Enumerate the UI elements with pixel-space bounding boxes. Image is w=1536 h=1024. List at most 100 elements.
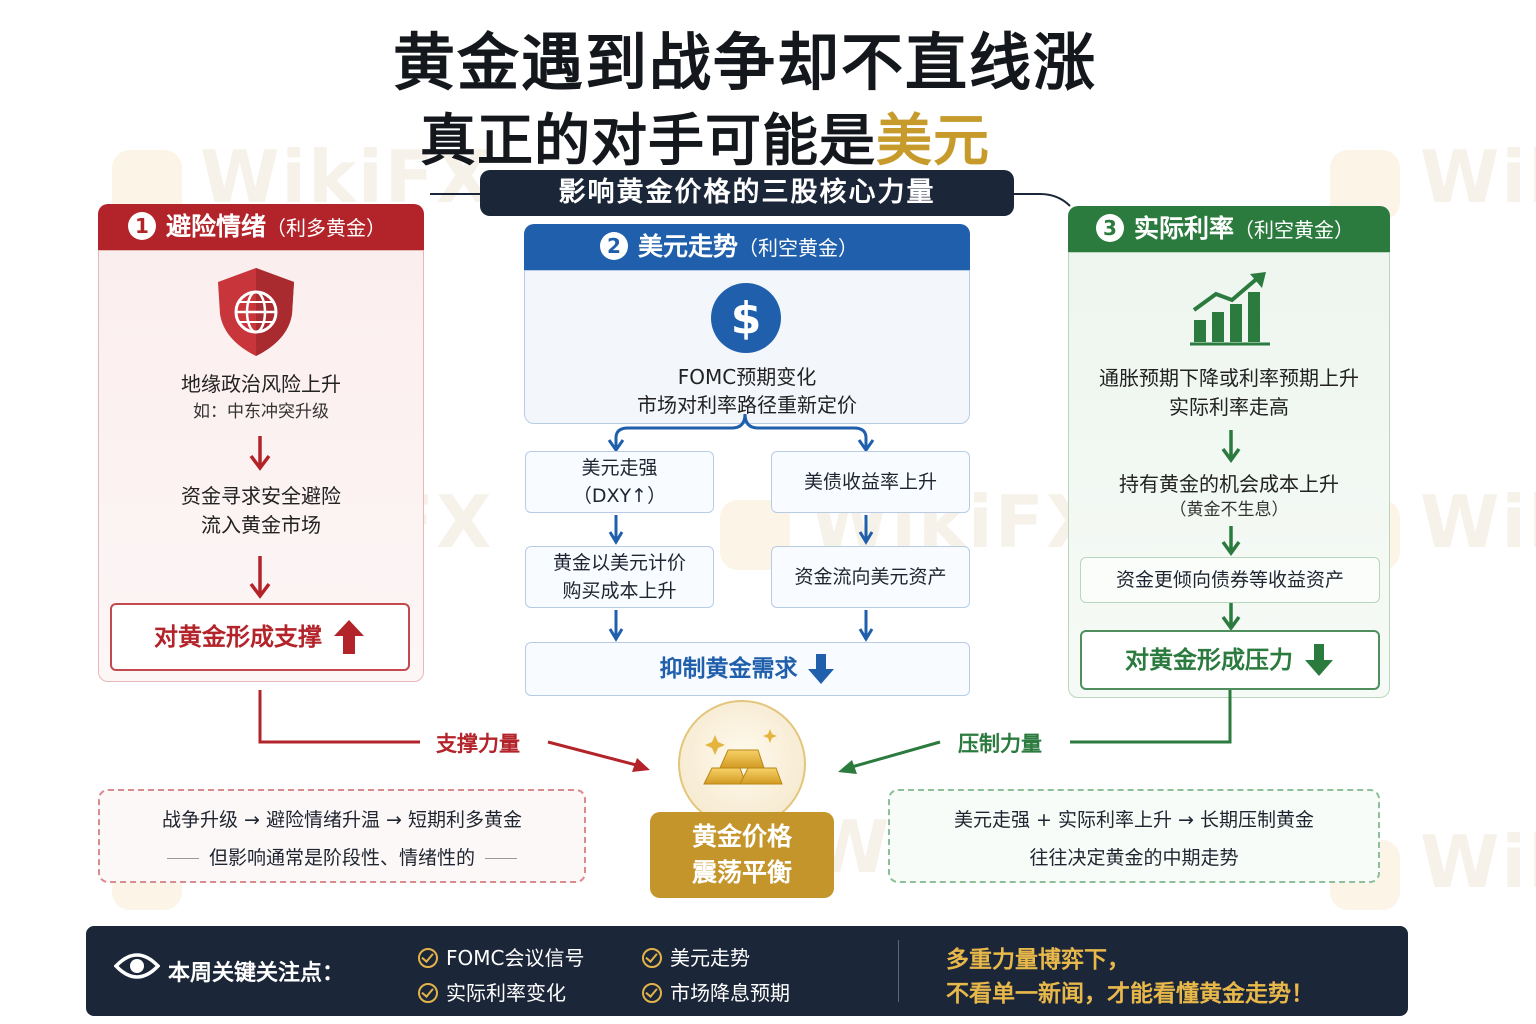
treasury-yield-box: 美债收益率上升 — [771, 451, 970, 513]
core-forces-label: 影响黄金价格的三股核心力量 — [480, 170, 1014, 216]
focus-item: 实际利率变化 — [418, 977, 566, 1006]
arrow-down-icon — [608, 610, 624, 642]
watermark-text: WikiFX — [1420, 135, 1536, 219]
column-header-usd: 2 美元走势（利空黄金） — [524, 224, 970, 270]
column-header-real-rates: 3 实际利率（利空黄金） — [1068, 206, 1390, 252]
real-rates-result-box: 对黄金形成压力 — [1080, 630, 1380, 690]
focus-item: 美元走势 — [642, 942, 750, 971]
capital-to-usd-box: 资金流向美元资产 — [771, 546, 970, 608]
gold-cost-line2: 购买成本上升 — [562, 580, 677, 602]
column-tag: （利空黄金） — [738, 236, 859, 260]
arrow-down-icon — [608, 515, 624, 545]
short-term-note-line2-wrap: 但影响通常是阶段性、情绪性的 — [100, 843, 584, 870]
gold-price-line1: 黄金价格 — [691, 822, 792, 851]
gold-cost-box: 黄金以美元计价 购买成本上升 — [525, 546, 714, 608]
column-number: 3 — [1096, 214, 1124, 242]
column-tag: （利多黄金） — [266, 216, 387, 240]
column-title: 实际利率 — [1134, 214, 1235, 243]
safe-haven-step1-sub: 如：中东冲突升级 — [193, 402, 329, 422]
usd-result-box: 抑制黄金需求 — [525, 642, 970, 696]
real-rates-step3-text: 资金更倾向债券等收益资产 — [1115, 569, 1344, 591]
main-title: 黄金遇到战争却不直线涨 — [392, 26, 1097, 99]
arrow-down-icon — [249, 436, 271, 471]
arrow-down-icon — [249, 556, 271, 599]
gold-price-line2: 震荡平衡 — [691, 858, 792, 887]
watermark-text: WikiFX — [1420, 820, 1536, 904]
conclusion-line1: 多重力量博弈下， — [946, 947, 1130, 973]
arrow-up-icon — [334, 620, 364, 654]
usd-result: 抑制黄金需求 — [659, 656, 798, 682]
core-connector-lines — [430, 193, 1071, 207]
treasury-yield-text: 美债收益率上升 — [803, 471, 937, 493]
gold-bars-icon — [678, 700, 806, 828]
safe-haven-step1-main: 地缘政治风险上升 — [181, 372, 341, 396]
column-title: 美元走势 — [638, 232, 739, 261]
real-rates-step2-sub: （黄金不生息） — [1169, 500, 1289, 520]
support-flow-line — [258, 690, 1232, 774]
safe-haven-step2-main: 资金寻求安全避险 — [181, 484, 341, 508]
arrow-down-icon — [807, 654, 834, 684]
subtitle-highlight: 美元 — [876, 109, 990, 174]
arrow-down-icon — [858, 515, 874, 545]
column-header-safe-haven: 1 避险情绪（利多黄金） — [98, 204, 424, 250]
usd-strong-box: 美元走强 （DXY↑） — [525, 451, 714, 513]
real-rates-step2-main: 持有黄金的机会成本上升 — [1119, 472, 1339, 496]
check-icon — [418, 983, 438, 1003]
real-rates-result: 对黄金形成压力 — [1125, 646, 1293, 674]
svg-text:$: $ — [731, 293, 762, 344]
column-number: 2 — [600, 232, 628, 260]
arrow-down-icon — [858, 610, 874, 642]
eye-icon — [114, 953, 160, 979]
divider — [166, 858, 199, 859]
medium-term-note-line2: 往往决定黄金的中期走势 — [1029, 847, 1239, 869]
check-icon — [418, 948, 438, 968]
weekly-focus-label: 本周关键关注点： — [168, 961, 345, 986]
dollar-icon: $ — [711, 283, 781, 353]
arrow-down-icon — [1221, 603, 1241, 631]
bar-chart-up-icon — [1190, 272, 1270, 346]
divider — [485, 858, 517, 859]
capital-to-usd-text: 资金流向美元资产 — [794, 566, 947, 588]
focus-item-text: 美元走势 — [670, 946, 750, 970]
focus-item: FOMC会议信号 — [418, 942, 584, 971]
pressure-label: 压制力量 — [958, 732, 1042, 756]
check-icon — [642, 948, 662, 968]
usd-top-sub: 市场对利率路径重新定价 — [637, 393, 857, 417]
usd-strong-line2: （DXY↑） — [572, 485, 667, 507]
arrow-down-icon — [1221, 526, 1241, 556]
focus-item-text: 实际利率变化 — [446, 981, 566, 1005]
safe-haven-result: 对黄金形成支撑 — [154, 623, 322, 651]
gold-price-box: 黄金价格 震荡平衡 — [650, 812, 834, 898]
column-title: 避险情绪 — [166, 212, 267, 241]
weekly-focus-bar: 本周关键关注点： FOMC会议信号 美元走势 实际利率变化 市场降息预期 多重力… — [86, 926, 1408, 1016]
usd-split-arrows — [607, 414, 875, 453]
safe-haven-step2-sub: 流入黄金市场 — [201, 513, 321, 537]
real-rates-step3-box: 资金更倾向债券等收益资产 — [1080, 557, 1380, 603]
column-number: 1 — [128, 212, 156, 240]
real-rates-step1-sub: 实际利率走高 — [1169, 395, 1289, 419]
medium-term-note: 美元走强 + 实际利率上升 → 长期压制黄金 往往决定黄金的中期走势 — [888, 789, 1380, 883]
usd-top-main: FOMC预期变化 — [677, 365, 817, 389]
real-rates-step1-main: 通胀预期下降或利率预期上升 — [1099, 366, 1359, 390]
usd-strong-line1: 美元走强 — [581, 457, 658, 479]
shield-globe-icon — [218, 268, 294, 356]
check-icon — [642, 983, 662, 1003]
focus-item-text: FOMC会议信号 — [446, 946, 585, 970]
subtitle-prefix: 真正的对手可能是 — [420, 109, 876, 174]
support-label: 支撑力量 — [436, 732, 520, 756]
arrow-down-icon — [1305, 644, 1333, 676]
safe-haven-result-box: 对黄金形成支撑 — [110, 603, 410, 671]
watermark-text: WikiFX — [1420, 480, 1536, 564]
short-term-note-line2: 但影响通常是阶段性、情绪性的 — [208, 847, 475, 869]
subtitle: 真正的对手可能是美元 — [420, 96, 990, 177]
focus-item: 市场降息预期 — [642, 977, 790, 1006]
gold-cost-line1: 黄金以美元计价 — [552, 552, 686, 574]
short-term-note-line1: 战争升级 → 避险情绪升温 → 短期利多黄金 — [162, 809, 522, 831]
bar-divider — [898, 940, 899, 1002]
column-tag: （利空黄金） — [1234, 218, 1355, 242]
focus-item-text: 市场降息预期 — [670, 981, 790, 1005]
arrow-down-icon — [1221, 430, 1241, 463]
medium-term-note-line1: 美元走强 + 实际利率上升 → 长期压制黄金 — [954, 809, 1314, 831]
short-term-note: 战争升级 → 避险情绪升温 → 短期利多黄金 但影响通常是阶段性、情绪性的 — [98, 789, 586, 883]
conclusion-line2: 不看单一新闻，才能看懂黄金走势！ — [946, 981, 1314, 1007]
